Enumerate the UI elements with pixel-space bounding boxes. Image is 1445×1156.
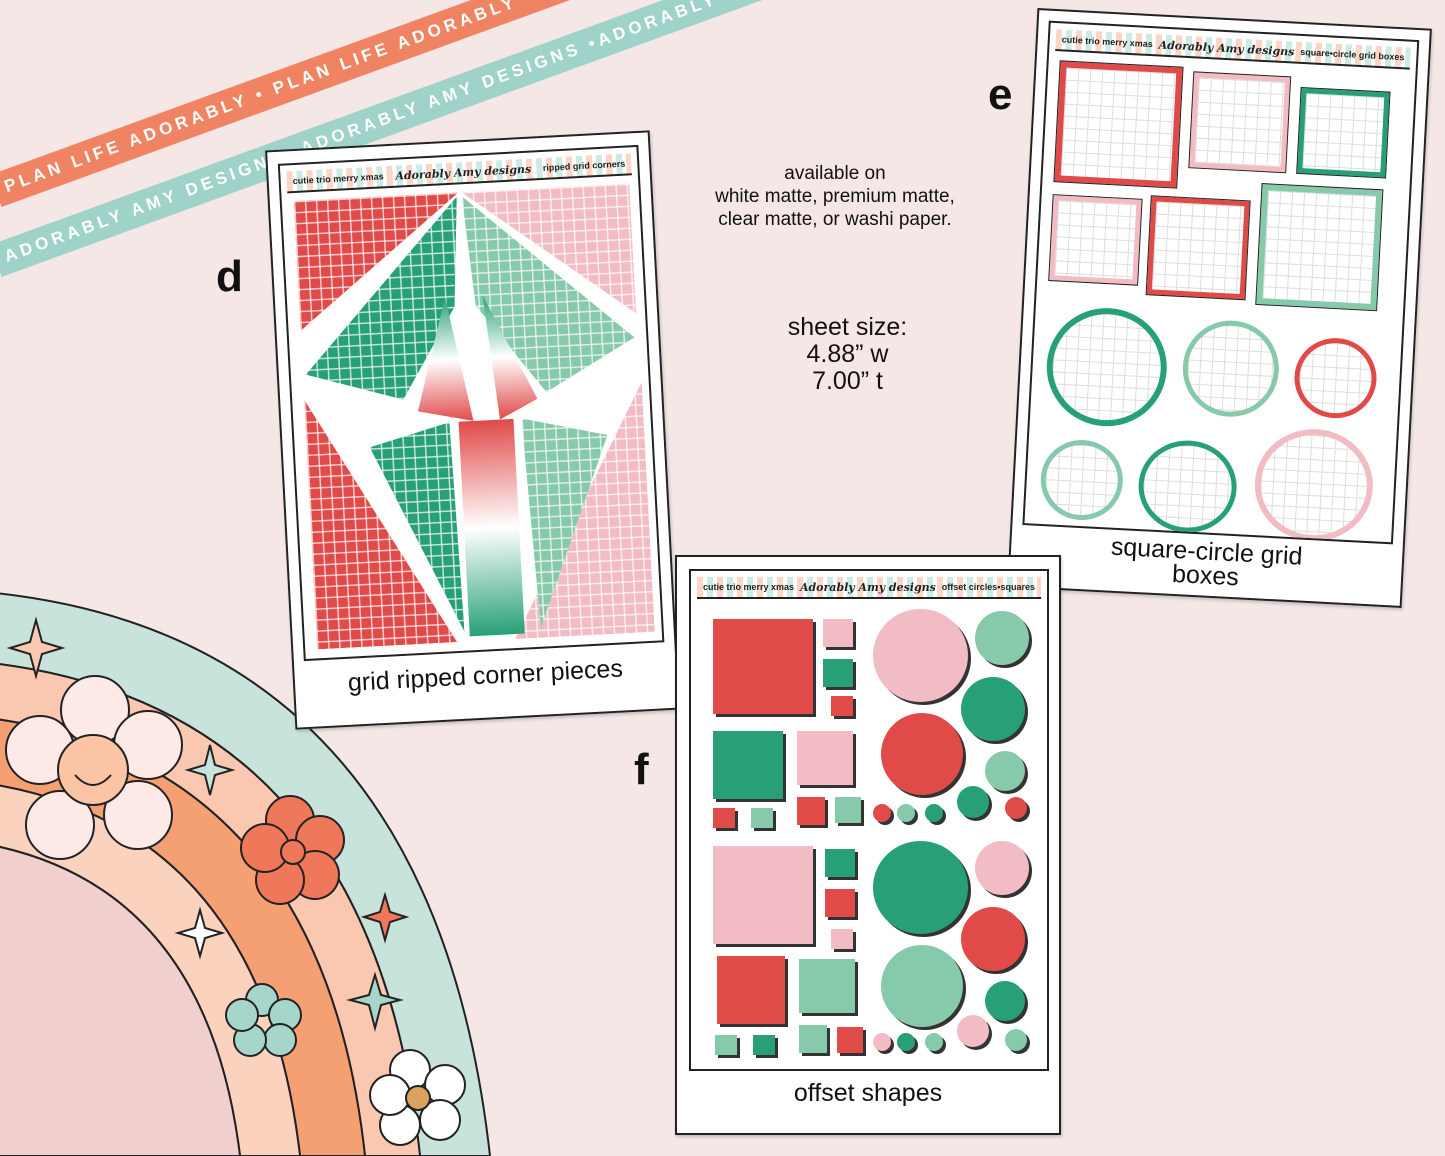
green-circle bbox=[985, 981, 1025, 1021]
pink-grid-square bbox=[1048, 194, 1143, 286]
green-square bbox=[713, 731, 783, 799]
availability-line: clear matte, or washi paper. bbox=[718, 209, 952, 230]
red-grid-square bbox=[1145, 195, 1251, 301]
green-circle bbox=[961, 677, 1025, 741]
red-square bbox=[797, 797, 825, 825]
sheet-d-ripped-grid-corners[interactable]: cutie trio merry xmas Adorably Amy design… bbox=[265, 130, 680, 730]
green-square bbox=[825, 849, 855, 877]
availability-text: available on white matte, premium matte,… bbox=[690, 162, 980, 231]
mint-square bbox=[835, 797, 861, 823]
smiley-flower bbox=[5, 675, 183, 860]
green-circle bbox=[897, 1033, 915, 1051]
white-flower bbox=[369, 1049, 466, 1146]
mint-circle bbox=[881, 945, 963, 1027]
green-circle bbox=[873, 841, 968, 934]
red-circle bbox=[873, 804, 891, 822]
kit-name: cutie trio merry xmas bbox=[1061, 34, 1154, 50]
brand-logo: Adorably Amy designs bbox=[395, 162, 532, 183]
brand-logo: Adorably Amy designs bbox=[799, 580, 936, 594]
mint-circle bbox=[1005, 1029, 1027, 1051]
green-circle bbox=[925, 804, 943, 822]
sheet-f-offset-shapes[interactable]: cutie trio merry xmas Adorably Amy design… bbox=[675, 555, 1061, 1135]
sheet-f-letter: f bbox=[634, 745, 649, 794]
green-square bbox=[753, 1035, 775, 1055]
orange-flower bbox=[240, 795, 345, 905]
mint-flower bbox=[225, 983, 302, 1057]
mint-grid-square bbox=[1255, 183, 1384, 312]
rainbow-band-pink bbox=[0, 845, 242, 1156]
size-line: sheet size: bbox=[787, 313, 908, 341]
green-square bbox=[823, 659, 853, 687]
gradient-strip-piece bbox=[458, 418, 525, 637]
red-circle bbox=[1005, 797, 1027, 819]
mint-circle bbox=[985, 751, 1025, 791]
size-line: 4.88” w bbox=[806, 340, 889, 368]
sheet-size-text: sheet size: 4.88” w 7.00” t bbox=[760, 314, 935, 395]
sheet-name: offset circles•squares bbox=[941, 582, 1035, 592]
green-grid-circle bbox=[1043, 305, 1170, 430]
red-square bbox=[831, 696, 853, 716]
red-square bbox=[717, 956, 785, 1024]
pink-circle bbox=[975, 841, 1029, 895]
pink-circle bbox=[873, 1033, 891, 1051]
size-line: 7.00” t bbox=[812, 367, 883, 395]
green-grid-circle bbox=[1136, 438, 1239, 536]
red-square bbox=[825, 889, 855, 917]
red-square bbox=[713, 808, 735, 828]
sparkle-icons bbox=[6, 616, 410, 1032]
mint-grid-circle bbox=[1180, 318, 1282, 420]
red-circle bbox=[881, 713, 963, 795]
mint-square bbox=[799, 1025, 827, 1053]
sheet-f-caption: offset shapes bbox=[793, 1079, 943, 1107]
mint-square bbox=[715, 1035, 737, 1055]
red-square bbox=[837, 1027, 863, 1053]
availability-line: white matte, premium matte, bbox=[715, 186, 955, 207]
red-grid-circle bbox=[1292, 336, 1379, 421]
mint-circle bbox=[897, 804, 915, 822]
pink-square bbox=[797, 731, 853, 785]
red-grid-square bbox=[1053, 60, 1184, 189]
pink-square bbox=[831, 929, 853, 949]
green-circle bbox=[957, 786, 989, 818]
sheet-header: cutie trio merry xmas Adorably Amy design… bbox=[697, 577, 1041, 599]
mint-circle bbox=[925, 1033, 943, 1051]
mint-grid-circle bbox=[1038, 437, 1125, 523]
pink-circle bbox=[957, 1015, 989, 1047]
brand-logo: Adorably Amy designs bbox=[1158, 37, 1295, 59]
green-grid-square bbox=[1296, 86, 1391, 179]
kit-name: cutie trio merry xmas bbox=[292, 171, 384, 187]
kit-name: cutie trio merry xmas bbox=[703, 582, 795, 592]
pink-square bbox=[823, 619, 853, 647]
mint-square bbox=[799, 959, 855, 1013]
sheet-d-caption: grid ripped corner pieces bbox=[347, 654, 624, 697]
red-circle bbox=[961, 907, 1025, 971]
mint-circle bbox=[975, 611, 1029, 665]
sheet-d-letter: d bbox=[216, 252, 243, 301]
pink-square bbox=[713, 846, 813, 944]
sheet-e-letter: e bbox=[988, 70, 1013, 119]
pink-grid-square bbox=[1188, 71, 1292, 174]
sheet-name: ripped grid corners bbox=[542, 158, 626, 173]
pink-grid-circle bbox=[1252, 426, 1376, 545]
red-square bbox=[713, 619, 813, 714]
availability-line: available on bbox=[784, 163, 886, 184]
mint-square bbox=[751, 808, 773, 828]
sheet-name: square•circle grid boxes bbox=[1300, 46, 1405, 63]
pink-circle bbox=[873, 609, 968, 702]
